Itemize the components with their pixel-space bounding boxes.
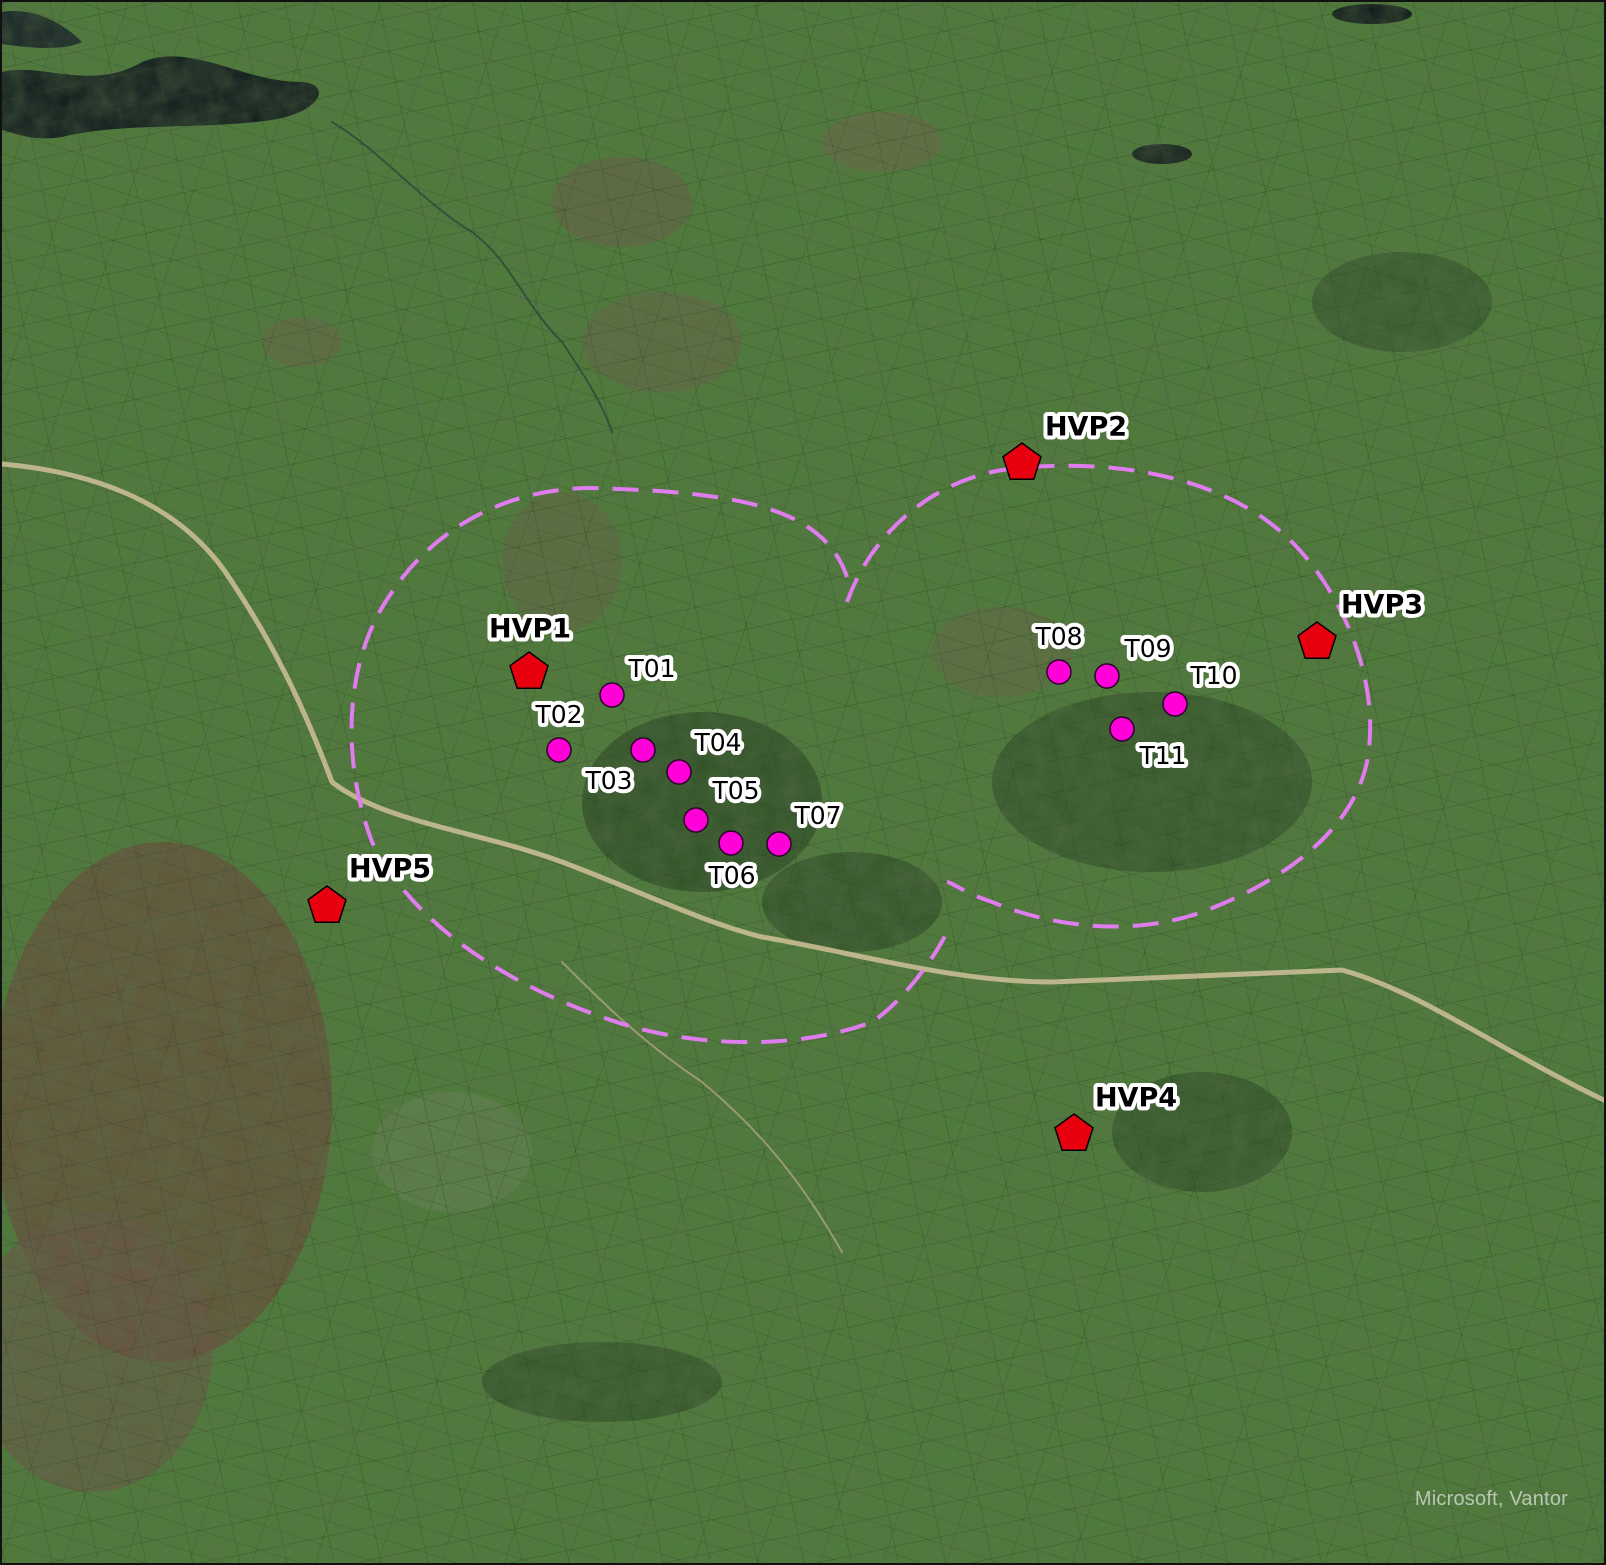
road-network bbox=[2, 121, 1604, 1253]
turbine-marker[interactable] bbox=[766, 831, 792, 857]
viewpoint-label: HVP4 bbox=[1095, 1083, 1177, 1114]
viewpoint-label: HVP2 bbox=[1045, 412, 1127, 443]
turbine-marker[interactable] bbox=[683, 807, 709, 833]
pentagon-icon[interactable] bbox=[307, 885, 347, 923]
turbine-marker[interactable] bbox=[630, 737, 656, 763]
buffer-ring-west bbox=[349, 485, 949, 1045]
pentagon-icon[interactable] bbox=[1297, 621, 1337, 659]
buffer-ring-east bbox=[845, 463, 1373, 929]
turbine-marker[interactable] bbox=[599, 682, 625, 708]
turbine-label: T04 bbox=[693, 728, 741, 757]
turbine-t11[interactable]: T11 bbox=[1109, 716, 1191, 774]
turbine-marker[interactable] bbox=[1109, 716, 1135, 742]
turbine-marker[interactable] bbox=[718, 830, 744, 856]
pentagon-icon[interactable] bbox=[509, 651, 549, 689]
turbine-label: T03 bbox=[584, 766, 632, 795]
turbine-label: T07 bbox=[793, 801, 841, 830]
turbine-label: T01 bbox=[627, 654, 675, 683]
viewpoint-hvp1[interactable]: HVP1 bbox=[485, 610, 575, 689]
turbine-buffer-zones bbox=[349, 463, 1373, 1045]
turbine-t05[interactable]: T05 bbox=[683, 772, 764, 833]
turbine-marker[interactable] bbox=[546, 737, 572, 763]
turbine-t07[interactable]: T07 bbox=[766, 797, 846, 857]
viewpoint-hvp5[interactable]: HVP5 bbox=[307, 850, 435, 923]
main-road bbox=[2, 461, 1604, 1103]
turbine-t02[interactable]: T02 bbox=[530, 696, 587, 763]
turbine-label: T02 bbox=[534, 700, 582, 729]
turbine-label: T11 bbox=[1138, 741, 1186, 770]
turbine-marker[interactable] bbox=[666, 759, 692, 785]
turbine-t01[interactable]: T01 bbox=[599, 650, 680, 708]
turbine-t03[interactable]: T03 bbox=[580, 737, 656, 799]
turbine-label: T06 bbox=[707, 861, 755, 890]
turbine-t09[interactable]: T09 bbox=[1094, 630, 1176, 689]
secondary-road bbox=[561, 961, 843, 1253]
turbine-t06[interactable]: T06 bbox=[703, 830, 760, 894]
map-attribution: Microsoft, Vantor bbox=[1414, 1488, 1568, 1510]
river bbox=[331, 121, 613, 433]
viewpoint-hvp3[interactable]: HVP3 bbox=[1297, 586, 1427, 659]
turbine-t10[interactable]: T10 bbox=[1162, 657, 1242, 717]
viewpoint-label: HVP1 bbox=[489, 614, 571, 645]
viewpoint-hvp4[interactable]: HVP4 bbox=[1054, 1079, 1181, 1151]
viewpoint-hvp2[interactable]: HVP2 bbox=[1002, 408, 1131, 480]
turbine-t04[interactable]: T04 bbox=[666, 724, 746, 785]
turbine-label: T09 bbox=[1123, 634, 1171, 663]
turbine-label: T05 bbox=[711, 776, 759, 805]
turbine-t08[interactable]: T08 bbox=[1030, 618, 1087, 685]
pentagon-icon[interactable] bbox=[1002, 442, 1042, 480]
turbine-marker[interactable] bbox=[1162, 691, 1188, 717]
pentagon-icon[interactable] bbox=[1054, 1113, 1094, 1151]
turbine-marker[interactable] bbox=[1094, 663, 1120, 689]
viewpoint-label: HVP5 bbox=[349, 854, 431, 885]
turbine-label: T08 bbox=[1034, 622, 1082, 651]
viewpoint-label: HVP3 bbox=[1341, 590, 1423, 621]
turbine-marker[interactable] bbox=[1046, 659, 1072, 685]
turbine-label: T10 bbox=[1189, 661, 1237, 690]
